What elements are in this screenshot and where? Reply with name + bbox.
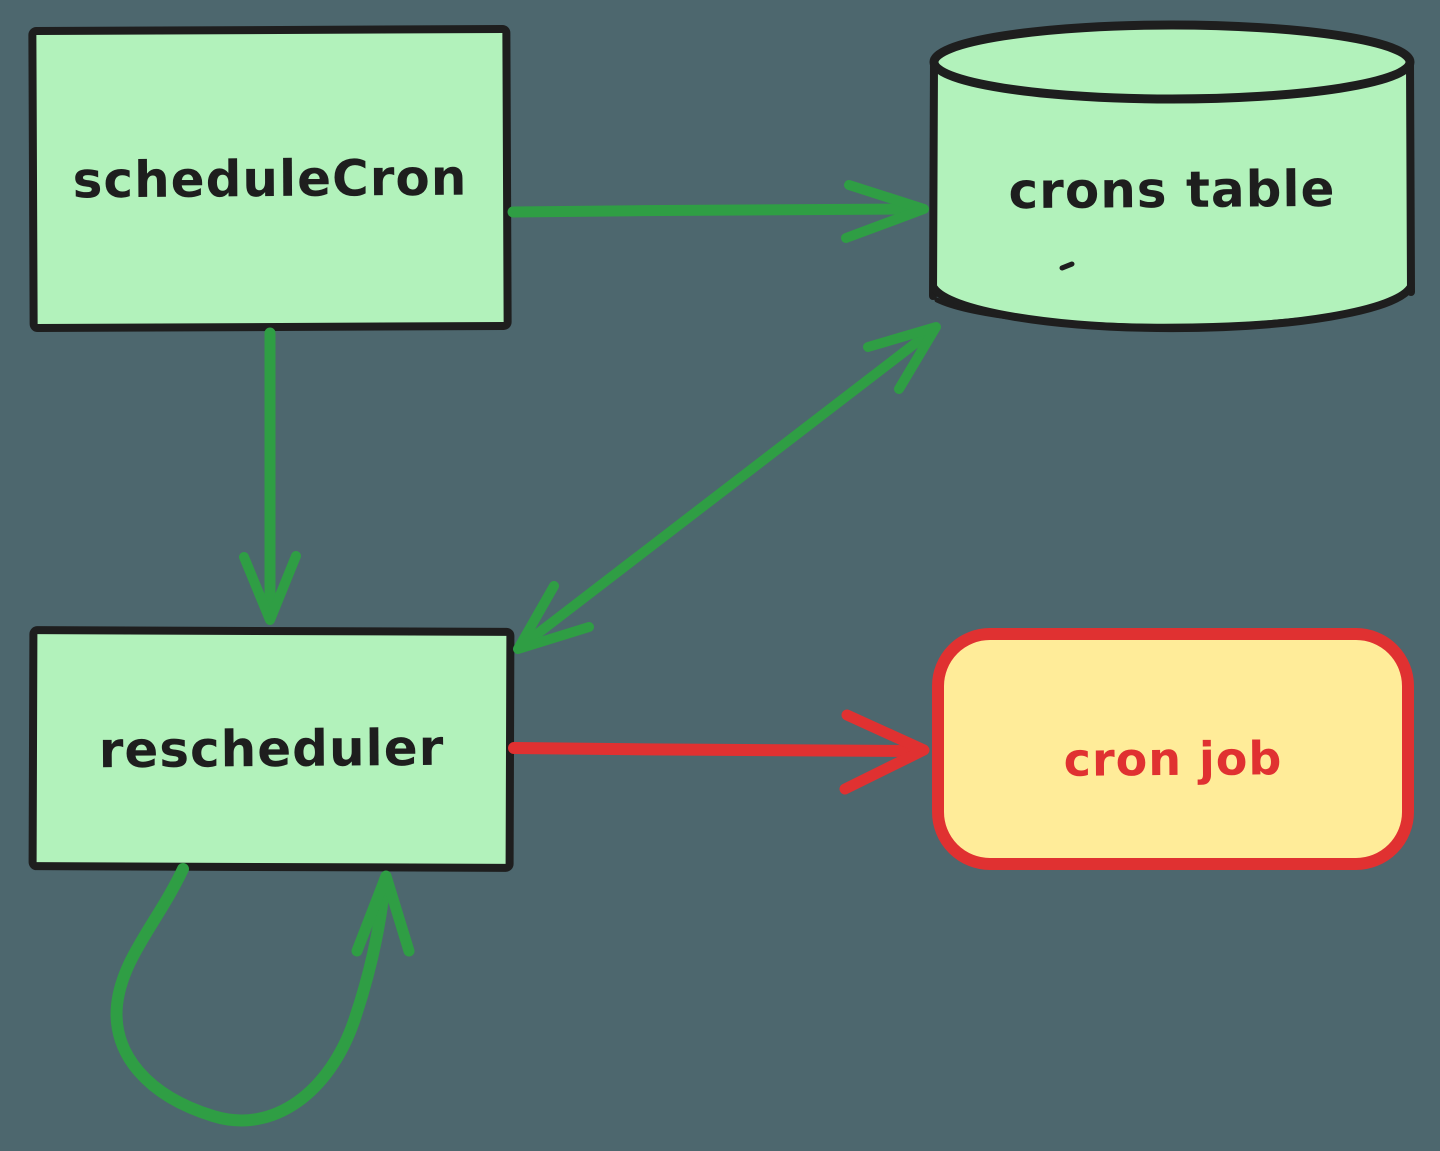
arrow-rescheduler-cronstable-bidirectional bbox=[513, 322, 941, 654]
rescheduler-node bbox=[28, 626, 515, 872]
schedulecron-node bbox=[28, 24, 512, 333]
cronjob-node bbox=[932, 628, 1414, 870]
arrow-schedulecron-to-cronstable bbox=[507, 180, 929, 243]
arrow-rescheduler-self-loop bbox=[110, 863, 415, 1127]
arrow-rescheduler-to-cronjob bbox=[508, 709, 930, 795]
arrow-schedulecron-to-rescheduler bbox=[239, 327, 301, 625]
cronstable-node-cylinder bbox=[929, 20, 1415, 333]
